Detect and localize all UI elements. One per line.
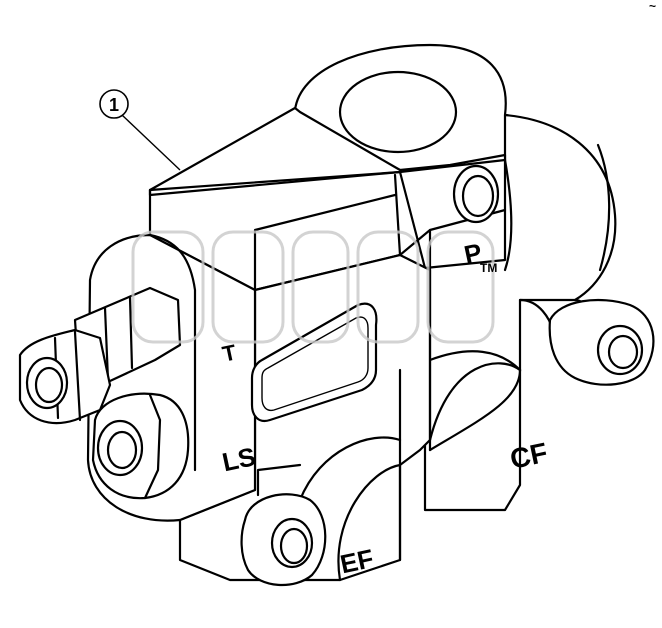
port-label-t: T [220, 339, 239, 366]
port-label-cf: CF [507, 437, 550, 475]
hex-plug-lower [91, 392, 190, 500]
port-label-p: P [461, 237, 484, 270]
p-port [452, 164, 500, 224]
port-label-ef: EF [337, 543, 376, 579]
hex-fitting-upper [18, 286, 182, 425]
callout-circle [99, 89, 129, 119]
cf-lug [548, 298, 655, 386]
ef-lug [240, 463, 327, 587]
port-label-ls: LS [219, 441, 258, 477]
callout: 1 [99, 89, 181, 171]
watermark-tm: TM [480, 261, 497, 275]
callout-number: 1 [109, 95, 119, 115]
top-boss [293, 43, 507, 182]
watermark: TM [131, 230, 497, 344]
corner-mark: ~ [649, 0, 656, 13]
